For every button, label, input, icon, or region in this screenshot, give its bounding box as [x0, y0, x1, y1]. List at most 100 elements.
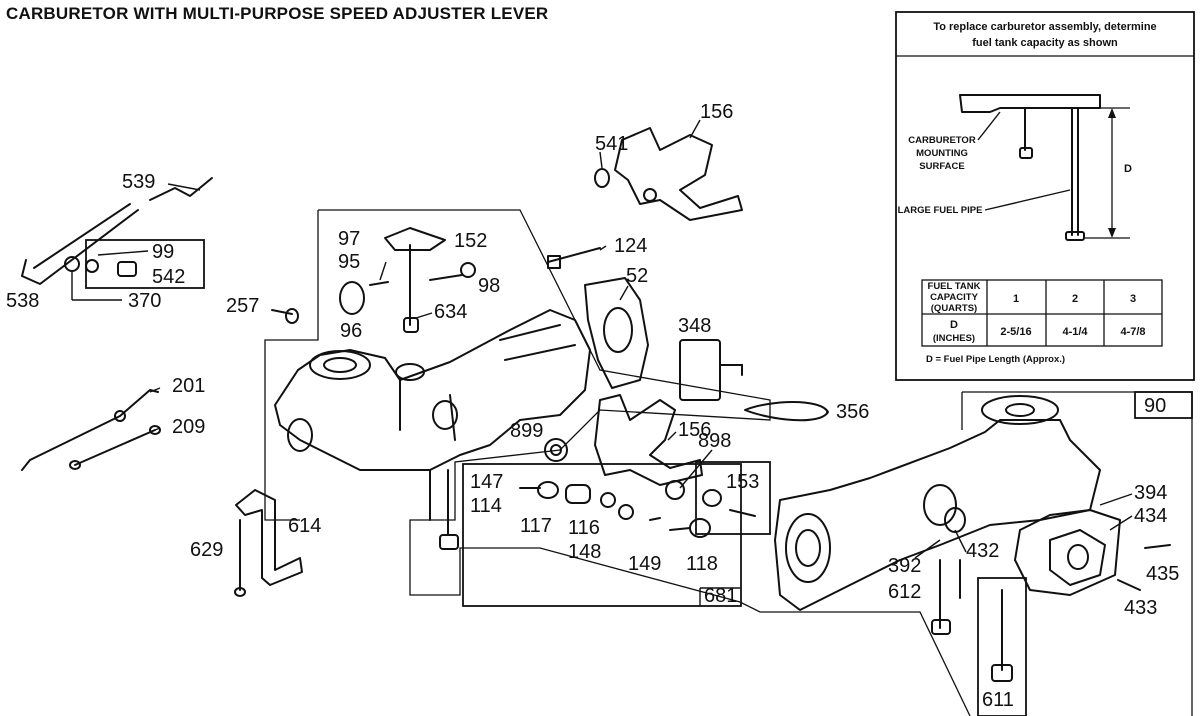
label-612: 612: [888, 581, 921, 603]
screw-611: [991, 664, 1013, 682]
inset-heading-1: To replace carburetor assembly, determin…: [933, 21, 1156, 33]
label-541: 541: [595, 133, 628, 155]
gasket-434: [1014, 509, 1121, 596]
gasket-group: [547, 247, 649, 389]
body-117: [565, 484, 591, 504]
star-washer-899: [544, 438, 568, 462]
label-148: 148: [568, 541, 601, 563]
label-149: 149: [628, 553, 661, 575]
bracket-156-lower: [544, 394, 703, 500]
mounting-label-2: MOUNTING: [916, 148, 968, 159]
capacity-2: 2: [1072, 293, 1078, 305]
clip-542: [117, 261, 137, 277]
box-611: [977, 577, 1027, 716]
label-124: 124: [614, 235, 647, 257]
washer-541: [594, 168, 610, 188]
label-435: 435: [1146, 563, 1179, 585]
table-header-1: FUEL TANK: [928, 281, 981, 292]
table-header-3: (QUARTS): [931, 303, 977, 314]
box-153: [695, 461, 771, 535]
label-201: 201: [172, 375, 205, 397]
label-52: 52: [626, 265, 648, 287]
length-3: 4-7/8: [1120, 326, 1145, 338]
spring-209: [74, 429, 156, 466]
plate-348: [679, 339, 721, 401]
length-1: 2-5/16: [1000, 326, 1031, 338]
label-899: 899: [510, 420, 543, 442]
screw-257: [271, 309, 293, 315]
label-116: 116: [568, 517, 600, 539]
box-99-542: [85, 239, 205, 289]
label-611: 611: [982, 689, 1014, 711]
inset-label-d: D: [1124, 163, 1132, 175]
label-614: 614: [288, 515, 321, 537]
label-629: 629: [190, 539, 223, 561]
label-156-lower: 156: [678, 419, 711, 441]
gasket-52: [584, 277, 649, 389]
link-539: [149, 177, 213, 201]
washer-116: [600, 492, 616, 508]
label-356: 356: [836, 401, 869, 423]
label-117: 117: [520, 515, 552, 537]
label-681: 681: [704, 585, 737, 607]
screw-435: [1144, 544, 1171, 549]
label-634: 634: [434, 301, 467, 323]
governor-linkage: [271, 227, 476, 333]
carburetor-body-left: [274, 309, 591, 550]
spring-433: [1117, 579, 1141, 591]
main-group-outline: [264, 209, 971, 716]
spring-99: [85, 259, 99, 273]
plate-97: [384, 227, 446, 251]
fuel-pipe-label: LARGE FUEL PIPE: [898, 205, 983, 216]
screw-124: [547, 247, 601, 263]
part-labels: 539 538 99 542 370 541 156 97 95 152 98 …: [6, 101, 1179, 711]
label-98: 98: [478, 275, 500, 297]
screw-95: [369, 281, 389, 286]
throttle-link-assembly: [21, 177, 213, 301]
inset-footnote: D = Fuel Pipe Length (Approx.): [926, 354, 1065, 365]
cap-152: [460, 262, 476, 278]
label-898: 898: [698, 430, 731, 452]
bracket-156-top: [594, 119, 743, 221]
label-147: 147: [470, 471, 503, 493]
carburetor-assembly-90: [774, 391, 1193, 716]
label-97: 97: [338, 228, 360, 250]
capacity-table: [921, 279, 1163, 347]
washer-148: [618, 504, 634, 520]
plate-and-wire: [679, 339, 829, 422]
label-542: 542: [152, 266, 185, 288]
spring-149: [649, 517, 661, 521]
inset-heading-2: fuel tank capacity as shown: [972, 37, 1118, 49]
fuel-tank-inset: To replace carburetor assembly, determin…: [895, 11, 1195, 381]
nut-114: [537, 481, 559, 499]
label-114: 114: [470, 495, 502, 517]
table-row2-1: D: [950, 319, 958, 331]
label-209: 209: [172, 416, 205, 438]
spring-98: [429, 274, 463, 281]
label-392: 392: [888, 555, 921, 577]
label-95: 95: [338, 251, 360, 273]
label-96: 96: [340, 320, 362, 342]
label-257: 257: [226, 295, 259, 317]
screw-118: [669, 527, 691, 531]
washer-370: [64, 256, 80, 272]
label-118: 118: [686, 553, 718, 575]
mounting-label-3: SURFACE: [919, 161, 964, 172]
table-row2-2: (INCHES): [933, 333, 975, 344]
label-539: 539: [122, 171, 155, 193]
mounting-label-1: CARBURETOR: [908, 135, 976, 146]
label-538: 538: [6, 290, 39, 312]
disc-96: [339, 281, 365, 315]
capacity-3: 3: [1130, 293, 1136, 305]
leader-lines: [97, 183, 1133, 559]
label-433: 433: [1124, 597, 1157, 619]
label-152: 152: [454, 230, 487, 252]
diagram-title: CARBURETOR WITH MULTI-PURPOSE SPEED ADJU…: [6, 4, 549, 23]
label-370: 370: [128, 290, 161, 312]
label-434: 434: [1134, 505, 1167, 527]
box-681: [462, 463, 742, 607]
link-538: [21, 209, 139, 285]
label-348: 348: [678, 315, 711, 337]
